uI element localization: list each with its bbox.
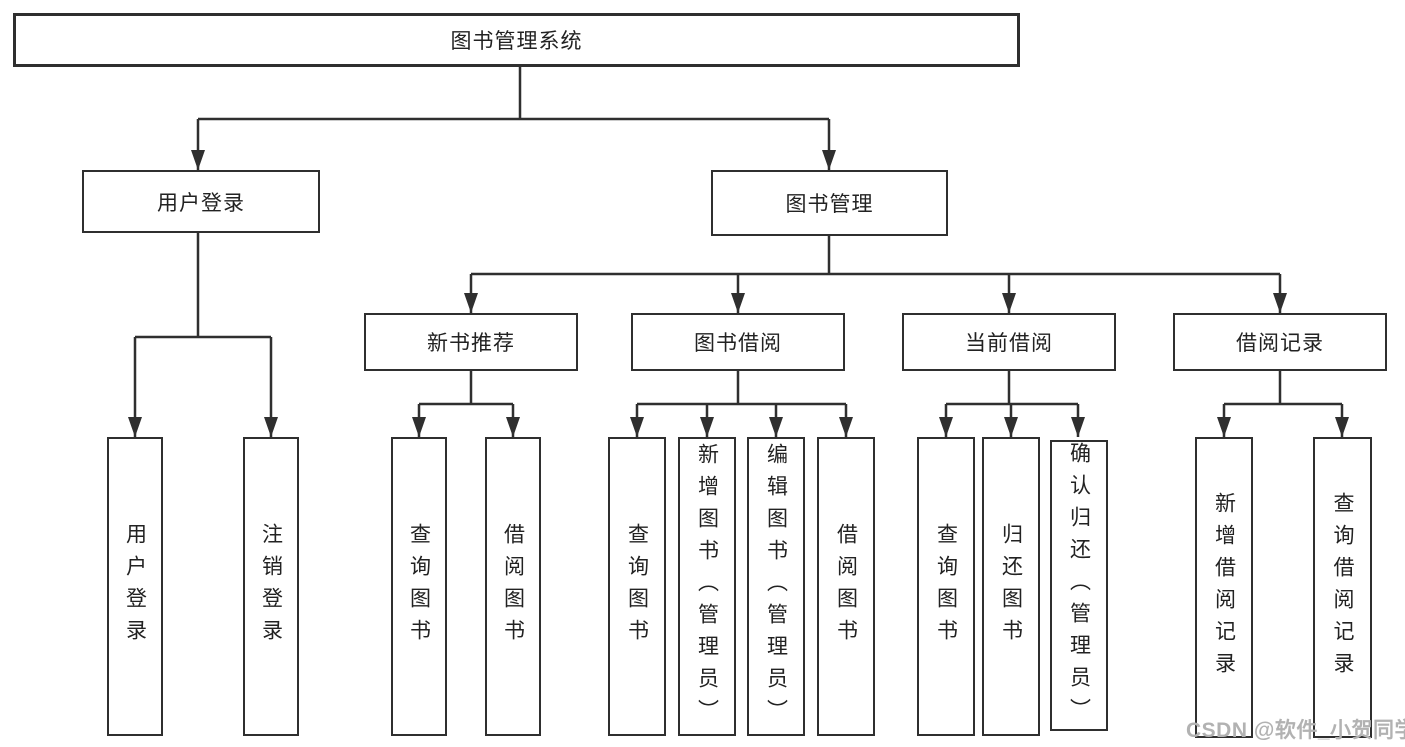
node-current-borrowing: 当前借阅 — [902, 313, 1116, 371]
node-label: 新书推荐 — [427, 332, 515, 355]
node-book-borrowing: 图书借阅 — [631, 313, 845, 371]
node-label: 借阅图书 — [501, 522, 525, 651]
node-label: 注销登录 — [259, 522, 283, 651]
node-book-management-branch: 图书管理 — [711, 170, 948, 236]
node-label: 新增图书（管理员） — [695, 442, 719, 731]
leaf-add-borrow-record: 新增借阅记录 — [1195, 437, 1253, 738]
node-label: 图书管理系统 — [450, 30, 583, 53]
node-label: 查询图书 — [934, 522, 958, 651]
node-label: 用户登录 — [123, 522, 147, 651]
leaf-logout: 注销登录 — [243, 437, 299, 736]
node-label: 借阅记录 — [1236, 332, 1324, 355]
node-user-login-branch: 用户登录 — [82, 170, 320, 233]
node-system-root: 图书管理系统 — [13, 13, 1020, 67]
node-new-book-recommend: 新书推荐 — [364, 313, 578, 371]
leaf-confirm-return-admin: 确认归还（管理员） — [1050, 440, 1108, 731]
leaf-query-books-2: 查询图书 — [608, 437, 666, 736]
csdn-watermark: CSDN @软件_小贺同学 — [1186, 719, 1405, 742]
node-label: 归还图书 — [999, 522, 1023, 651]
node-label: 用户登录 — [157, 191, 245, 215]
node-borrowing-records: 借阅记录 — [1173, 313, 1387, 371]
leaf-query-borrow-record: 查询借阅记录 — [1313, 437, 1372, 738]
node-label: 编辑图书（管理员） — [764, 442, 788, 731]
node-label: 查询图书 — [625, 522, 649, 651]
leaf-borrow-books-1: 借阅图书 — [485, 437, 541, 736]
node-label: 借阅图书 — [834, 522, 858, 651]
leaf-query-books-1: 查询图书 — [391, 437, 447, 736]
leaf-borrow-books-2: 借阅图书 — [817, 437, 875, 736]
leaf-return-books: 归还图书 — [982, 437, 1040, 736]
leaf-add-books-admin: 新增图书（管理员） — [678, 437, 736, 736]
node-label: 图书借阅 — [694, 332, 782, 355]
node-label: 查询图书 — [407, 522, 431, 651]
node-label: 确认归还（管理员） — [1067, 442, 1091, 730]
leaf-query-books-3: 查询图书 — [917, 437, 975, 736]
node-label: 新增借阅记录 — [1212, 491, 1236, 684]
node-label: 当前借阅 — [965, 332, 1053, 355]
leaf-user-login: 用户登录 — [107, 437, 163, 736]
leaf-edit-books-admin: 编辑图书（管理员） — [747, 437, 805, 736]
node-label: 查询借阅记录 — [1331, 491, 1354, 684]
node-label: 图书管理 — [785, 193, 874, 216]
